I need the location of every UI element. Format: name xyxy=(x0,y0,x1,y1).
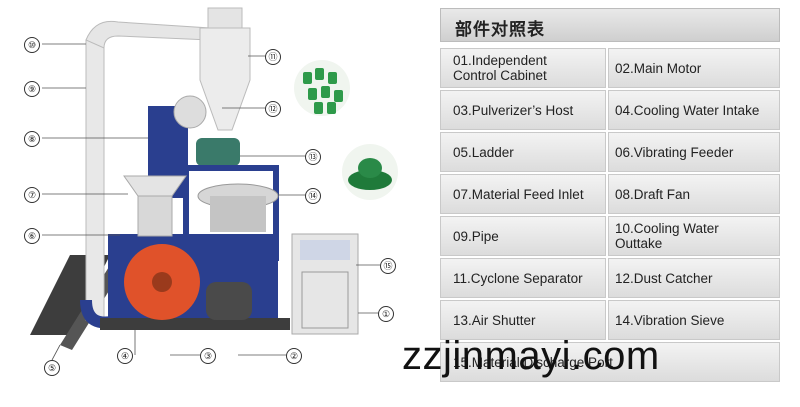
callout-8: ⑧ xyxy=(24,131,40,147)
part-cell: 01.Independent Control Cabinet xyxy=(440,48,606,88)
callout-13: ⑬ xyxy=(305,149,321,165)
parts-row: 07.Material Feed Inlet 08.Draft Fan xyxy=(440,174,780,214)
parts-row: 01.Independent Control Cabinet 02.Main M… xyxy=(440,48,780,88)
part-cell: 13.Air Shutter xyxy=(440,300,606,340)
pulverizer-machine-illustration xyxy=(30,7,398,361)
callout-14: ⑭ xyxy=(305,188,321,204)
callout-12: ⑫ xyxy=(265,101,281,117)
callout-4: ④ xyxy=(117,348,133,364)
parts-row: 11.Cyclone Separator 12.Dust Catcher xyxy=(440,258,780,298)
watermark-text: zzjinmayi.com xyxy=(402,334,660,378)
callout-10: ⑩ xyxy=(24,37,40,53)
part-cell: 14.Vibration Sieve xyxy=(608,300,780,340)
parts-row: 05.Ladder 06.Vibrating Feeder xyxy=(440,132,780,172)
callout-9: ⑨ xyxy=(24,81,40,97)
parts-table-title: 部件对照表 xyxy=(455,20,545,40)
part-cell: 07.Material Feed Inlet xyxy=(440,174,606,214)
parts-table: 部件对照表 01.Independent Control Cabinet 02.… xyxy=(440,8,780,382)
callout-15: ⑮ xyxy=(380,258,396,274)
part-cell: 11.Cyclone Separator xyxy=(440,258,606,298)
callout-6: ⑥ xyxy=(24,228,40,244)
part-cell: 06.Vibrating Feeder xyxy=(608,132,780,172)
part-cell: 05.Ladder xyxy=(440,132,606,172)
part-cell: 10.Cooling Water Outtake xyxy=(608,216,780,256)
parts-row: 09.Pipe 10.Cooling Water Outtake xyxy=(440,216,780,256)
part-cell: 03.Pulverizer’s Host xyxy=(440,90,606,130)
part-cell: 02.Main Motor xyxy=(608,48,780,88)
callout-2: ② xyxy=(286,348,302,364)
part-cell: 12.Dust Catcher xyxy=(608,258,780,298)
callout-3: ③ xyxy=(200,348,216,364)
parts-grid: 01.Independent Control Cabinet 02.Main M… xyxy=(440,48,780,384)
callout-5: ⑤ xyxy=(44,360,60,376)
callout-7: ⑦ xyxy=(24,187,40,203)
parts-row: 03.Pulverizer’s Host 04.Cooling Water In… xyxy=(440,90,780,130)
parts-table-header: 部件对照表 xyxy=(440,8,780,42)
callout-11: ⑪ xyxy=(265,49,281,65)
parts-row: 13.Air Shutter 14.Vibration Sieve xyxy=(440,300,780,340)
parts-row: 15.Material Discharge Port xyxy=(440,342,780,382)
callout-1: ① xyxy=(378,306,394,322)
part-cell: 04.Cooling Water Intake xyxy=(608,90,780,130)
part-cell: 08.Draft Fan xyxy=(608,174,780,214)
part-cell: 15.Material Discharge Port xyxy=(440,342,780,382)
part-cell: 09.Pipe xyxy=(440,216,606,256)
